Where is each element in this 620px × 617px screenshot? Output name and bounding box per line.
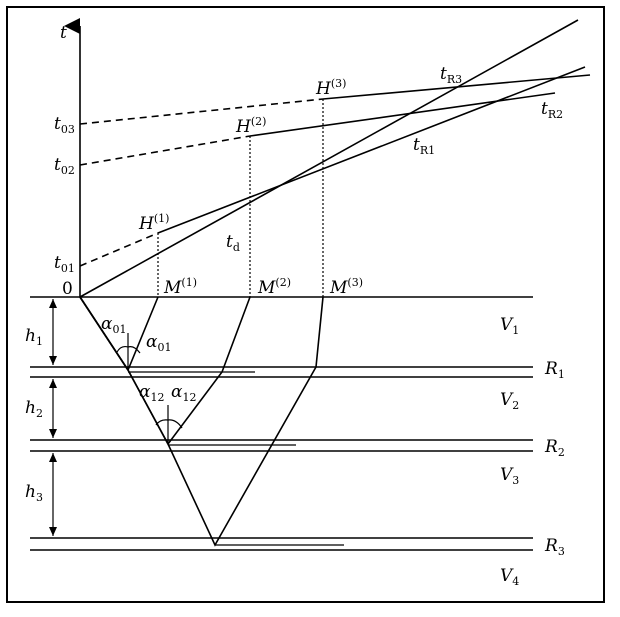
- direct-wave-line: [79, 19, 579, 298]
- refraction-line-r3: [322, 74, 591, 100]
- thickness-arrow-h1: [49, 299, 57, 365]
- thickness-arrow-h3: [49, 453, 57, 536]
- refraction-extension-r3: [79, 98, 324, 125]
- label-H1: H(1): [138, 212, 169, 234]
- figure-frame: [6, 6, 605, 603]
- label-V2: V2: [500, 390, 519, 412]
- angle-arc-01: [116, 345, 141, 354]
- ray-path-layer3: [79, 296, 324, 547]
- label-td: td: [226, 232, 240, 254]
- label-alpha01-right: α01: [146, 332, 171, 354]
- label-H2: H(2): [235, 115, 266, 137]
- label-t02: t02: [54, 155, 75, 177]
- label-t03: t03: [54, 114, 75, 136]
- label-alpha12-left: α12: [139, 382, 164, 404]
- label-V1: V1: [500, 315, 519, 337]
- label-alpha01-left: α01: [101, 314, 126, 336]
- thickness-arrow-h2: [49, 379, 57, 438]
- label-t01: t01: [54, 253, 75, 275]
- label-M1: M(1): [163, 276, 197, 298]
- refraction-extension-r1: [79, 232, 159, 267]
- label-V4: V4: [500, 566, 519, 588]
- label-h3: h3: [25, 482, 43, 504]
- label-alpha12-right: α12: [171, 382, 196, 404]
- refraction-line-r2: [249, 92, 556, 137]
- refraction-line-r1: [157, 66, 586, 234]
- label-R1: R1: [544, 359, 565, 381]
- refraction-extension-r2: [79, 135, 251, 166]
- label-M3: M(3): [329, 276, 363, 298]
- label-tR2: tR2: [541, 99, 563, 121]
- label-h1: h1: [25, 326, 43, 348]
- axis-label-t: t: [60, 23, 67, 43]
- label-R3: R3: [544, 536, 565, 558]
- label-H3: H(3): [315, 77, 346, 99]
- origin-label: 0: [62, 279, 73, 299]
- label-M2: M(2): [257, 276, 291, 298]
- angle-arc-12: [155, 419, 183, 429]
- label-tR3: tR3: [440, 64, 462, 86]
- label-h2: h2: [25, 398, 43, 420]
- label-V3: V3: [500, 465, 519, 487]
- label-tR1: tR1: [413, 135, 435, 157]
- label-R2: R2: [544, 437, 565, 459]
